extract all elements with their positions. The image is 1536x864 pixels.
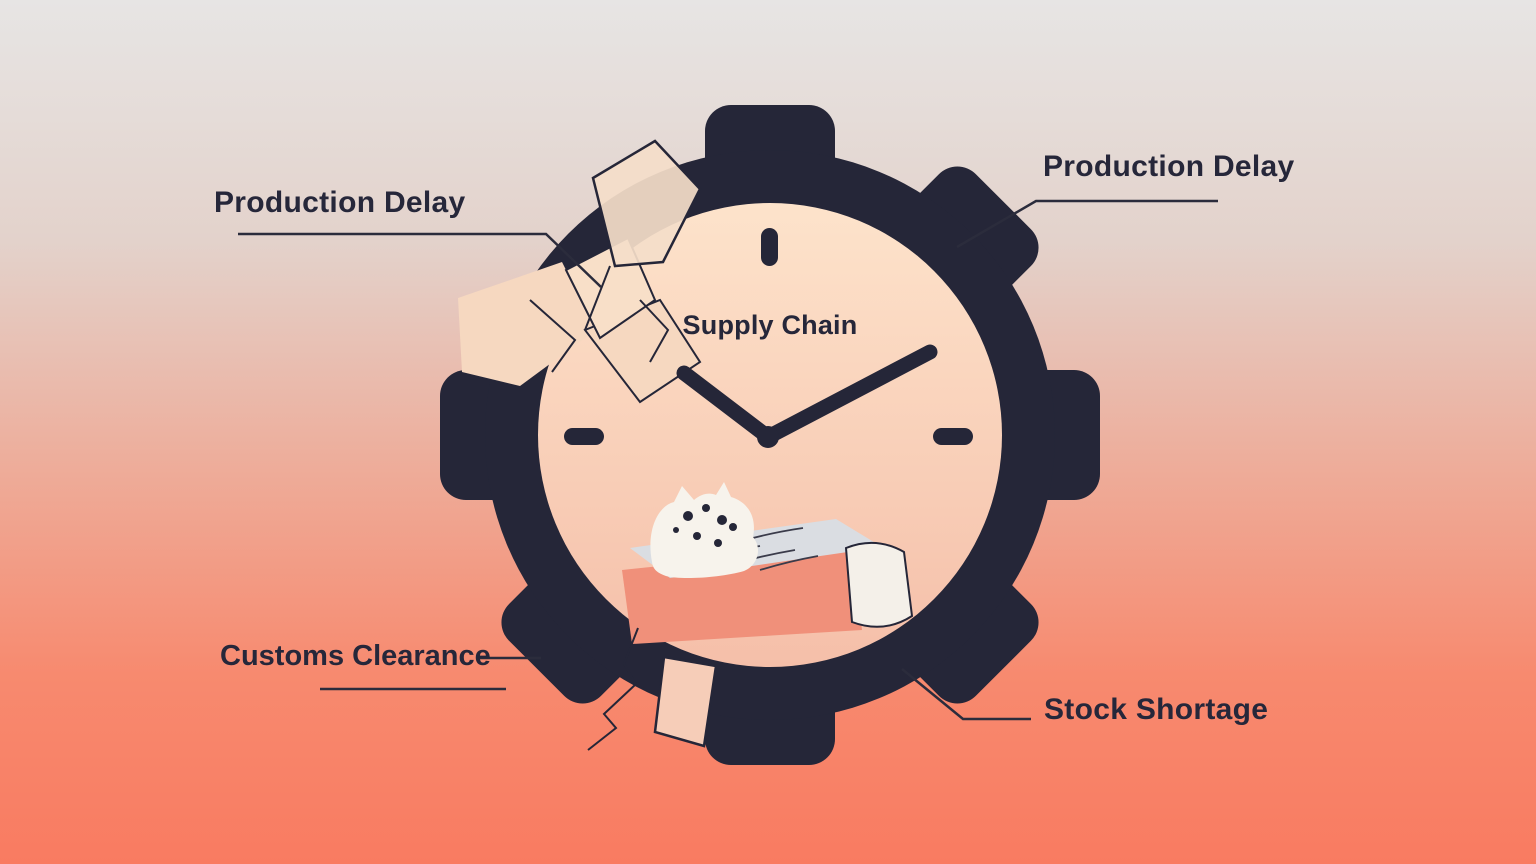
spotted-plush-animal [650,482,759,579]
animal-spots [673,504,737,547]
broken-piece-bottom [653,655,718,748]
connector-line-bottom-right [901,668,1031,721]
clock-ticks [564,228,973,445]
connector-line-top-left [238,232,602,288]
clock-title: Supply Chain [682,310,858,340]
label-production-delay-right: Production Delay [1043,150,1295,183]
crack-line [587,627,639,751]
clock-center-pin [757,426,779,448]
broken-shards [458,139,702,404]
label-stock-shortage: Stock Shortage [1044,693,1269,726]
clock-hands [676,344,938,445]
connector-line-top-right [956,199,1218,249]
bed-illustration [587,482,914,751]
label-production-delay-left: Production Delay [214,186,466,219]
label-customs-clearance: Customs Clearance [220,640,491,672]
